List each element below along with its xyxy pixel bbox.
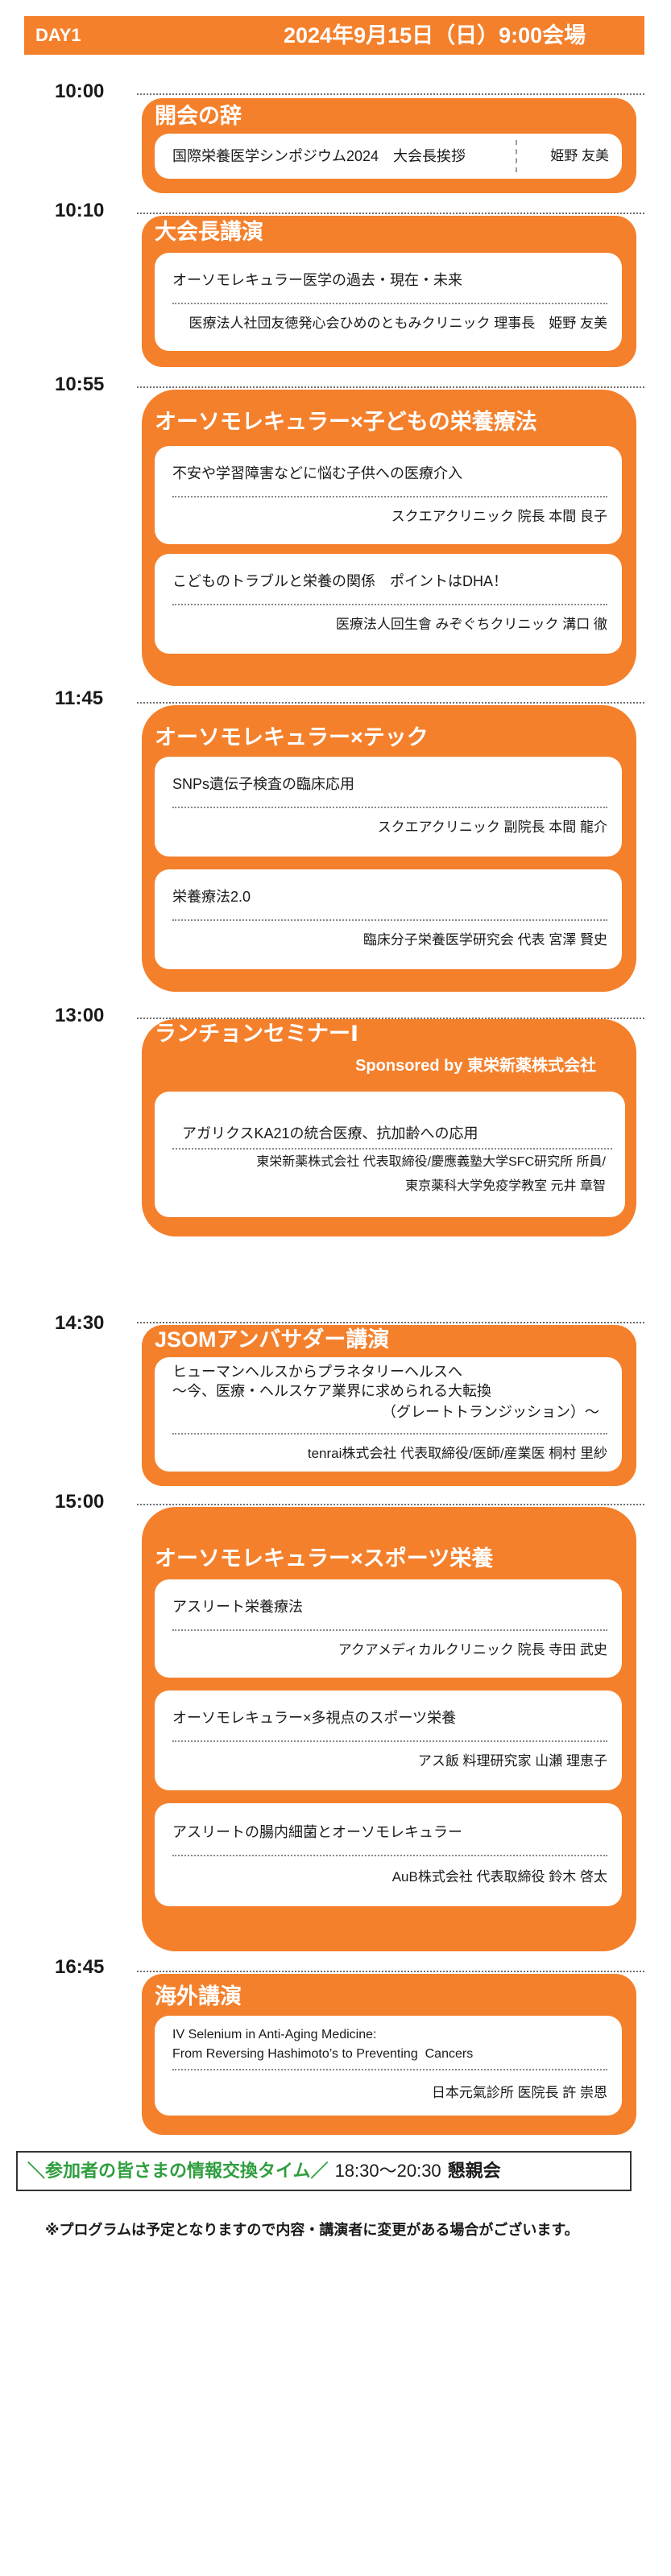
session-title: JSOMアンバサダー講演 bbox=[155, 1327, 390, 1352]
talk-topic: アガリクスKA21の統合医療、抗加齢への応用 bbox=[182, 1125, 478, 1141]
talk-speaker: 医療法人回生會 みぞぐちクリニック 溝口 徹 bbox=[335, 617, 607, 632]
card-divider bbox=[516, 140, 517, 172]
time-label: 16:45 bbox=[55, 1956, 105, 1978]
session-box: オーソモレキュラー×子どもの栄養療法 不安や学習障害などに悩む子供への医療介入 … bbox=[142, 390, 636, 686]
talk-topic: アスリート栄養療法 bbox=[172, 1599, 303, 1615]
networking-time: 18:30〜20:30 bbox=[334, 2161, 441, 2181]
talk-speaker: アス飯 料理研究家 山瀬 理恵子 bbox=[417, 1753, 607, 1769]
card-separator bbox=[172, 604, 607, 605]
talk-card: オーソモレキュラー×多視点のスポーツ栄養 アス飯 料理研究家 山瀬 理恵子 bbox=[155, 1690, 622, 1790]
talk-card: アスリートの腸内細菌とオーソモレキュラー AuB株式会社 代表取締役 鈴木 啓太 bbox=[155, 1803, 622, 1906]
time-divider bbox=[137, 386, 644, 388]
talk-card: アガリクスKA21の統合医療、抗加齢への応用 東栄新薬株式会社 代表取締役/慶應… bbox=[155, 1092, 625, 1217]
talk-topic-line: ～今、医療・ヘルスケア業界に求められる大転換 bbox=[172, 1383, 491, 1399]
session-title: 開会の辞 bbox=[155, 104, 242, 128]
session-box: 海外講演 IV Selenium in Anti-Aging Medicine:… bbox=[142, 1974, 636, 2135]
talk-speaker: 日本元氣診所 医院長 許 崇恩 bbox=[431, 2085, 607, 2100]
session-title: オーソモレキュラー×スポーツ栄養 bbox=[155, 1546, 494, 1571]
time-divider bbox=[137, 1322, 644, 1323]
time-label: 10:00 bbox=[55, 80, 105, 102]
program-note: ※プログラムは予定となりますので内容・講演者に変更がある場合がございます。 bbox=[45, 2222, 579, 2238]
talk-speaker-line: 東栄新薬株式会社 代表取締役/慶應義塾大学SFC研究所 所員/ bbox=[256, 1155, 606, 1169]
talk-topic: アスリートの腸内細菌とオーソモレキュラー bbox=[172, 1824, 462, 1840]
card-separator bbox=[172, 807, 607, 808]
networking-banner: ＼参加者の皆さまの情報交換タイム／18:30〜20:30 懇親会 bbox=[16, 2151, 632, 2191]
session-box: オーソモレキュラー×スポーツ栄養 アスリート栄養療法 アクアメディカルクリニック… bbox=[142, 1507, 636, 1951]
talk-card: 国際栄養医学シンポジウム2024 大会長挨拶 姫野 友美 bbox=[155, 134, 622, 179]
card-separator bbox=[172, 1855, 607, 1856]
time-label: 15:00 bbox=[55, 1491, 105, 1513]
talk-topic: オーソモレキュラー医学の過去・現在・未来 bbox=[172, 272, 462, 288]
card-separator bbox=[172, 1148, 612, 1150]
day-header: DAY1 2024年9月15日（日）9:00会場 bbox=[24, 16, 644, 55]
talk-card: こどものトラブルと栄養の関係 ポイントはDHA！ 医療法人回生會 みぞぐちクリニ… bbox=[155, 554, 622, 654]
day-label: DAY1 bbox=[35, 25, 81, 45]
time-label: 11:45 bbox=[55, 687, 104, 709]
time-divider bbox=[137, 1018, 644, 1019]
session-title: 海外講演 bbox=[155, 1984, 242, 2008]
time-label: 10:10 bbox=[55, 200, 105, 221]
card-separator bbox=[172, 303, 607, 304]
time-divider bbox=[137, 1504, 644, 1505]
talk-topic: 不安や学習障害などに悩む子供への医療介入 bbox=[172, 465, 462, 481]
session-title: 大会長講演 bbox=[155, 220, 263, 244]
time-divider bbox=[137, 93, 644, 95]
session-box: ランチョンセミナーⅠ Sponsored by 東栄新薬株式会社 アガリクスKA… bbox=[142, 1019, 636, 1236]
talk-topic: 国際栄養医学シンポジウム2024 大会長挨拶 bbox=[172, 148, 466, 164]
session-title: ランチョンセミナーⅠ bbox=[155, 1022, 359, 1046]
card-separator bbox=[172, 2069, 607, 2070]
card-separator bbox=[172, 1433, 607, 1435]
talk-card: ヒューマンヘルスからプラネタリーヘルスへ ～今、医療・ヘルスケア業界に求められる… bbox=[155, 1357, 622, 1472]
talk-topic: 栄養療法2.0 bbox=[172, 889, 251, 905]
session-title: オーソモレキュラー×テック bbox=[155, 725, 429, 749]
event-date: 2024年9月15日（日）9:00会場 bbox=[284, 23, 586, 47]
time-label: 14:30 bbox=[55, 1312, 105, 1334]
networking-event: 懇親会 bbox=[447, 2161, 501, 2181]
talk-topic-line: （グレートトランジッション）～ bbox=[382, 1404, 599, 1420]
card-separator bbox=[172, 1629, 607, 1631]
talk-card: 栄養療法2.0 臨床分子栄養医学研究会 代表 宮澤 賢史 bbox=[155, 869, 622, 969]
talk-speaker: スクエアクリニック 副院長 本間 龍介 bbox=[377, 819, 607, 835]
talk-speaker: tenrai株式会社 代表取締役/医師/産業医 桐村 里紗 bbox=[307, 1446, 607, 1461]
talk-card: SNPs遺伝子検査の臨床応用 スクエアクリニック 副院長 本間 龍介 bbox=[155, 757, 622, 857]
talk-speaker: 医療法人社団友徳発心会ひめのともみクリニック 理事長 姫野 友美 bbox=[188, 316, 607, 331]
session-title: オーソモレキュラー×子どもの栄養療法 bbox=[155, 410, 537, 434]
card-separator bbox=[172, 919, 607, 921]
talk-speaker: AuB株式会社 代表取締役 鈴木 啓太 bbox=[391, 1869, 607, 1885]
sponsor-label: Sponsored by 東栄新薬株式会社 bbox=[355, 1057, 596, 1075]
talk-speaker: スクエアクリニック 院長 本間 良子 bbox=[391, 509, 607, 524]
session-box: 大会長講演 オーソモレキュラー医学の過去・現在・未来 医療法人社団友徳発心会ひめ… bbox=[142, 216, 636, 367]
time-label: 13:00 bbox=[55, 1005, 105, 1026]
time-divider bbox=[137, 1971, 644, 1972]
card-separator bbox=[172, 1740, 607, 1742]
talk-card: 不安や学習障害などに悩む子供への医療介入 スクエアクリニック 院長 本間 良子 bbox=[155, 446, 622, 544]
time-label: 10:55 bbox=[55, 374, 105, 395]
session-box: 開会の辞 国際栄養医学シンポジウム2024 大会長挨拶 姫野 友美 bbox=[142, 98, 636, 193]
talk-topic-line: IV Selenium in Anti-Aging Medicine: bbox=[172, 2028, 377, 2041]
card-separator bbox=[172, 496, 607, 497]
session-box: JSOMアンバサダー講演 ヒューマンヘルスからプラネタリーヘルスへ ～今、医療・… bbox=[142, 1325, 636, 1486]
talk-speaker-line: 東京薬科大学免疫学教室 元井 章智 bbox=[405, 1179, 606, 1193]
talk-card: オーソモレキュラー医学の過去・現在・未来 医療法人社団友徳発心会ひめのともみクリ… bbox=[155, 253, 622, 351]
talk-speaker: 姫野 友美 bbox=[550, 148, 609, 163]
talk-topic: こどものトラブルと栄養の関係 ポイントはDHA！ bbox=[172, 573, 508, 589]
time-divider bbox=[137, 213, 644, 214]
time-divider bbox=[137, 702, 644, 704]
talk-speaker: 臨床分子栄養医学研究会 代表 宮澤 賢史 bbox=[362, 932, 607, 947]
talk-card: アスリート栄養療法 アクアメディカルクリニック 院長 寺田 武史 bbox=[155, 1579, 622, 1678]
talk-card: IV Selenium in Anti-Aging Medicine: From… bbox=[155, 2016, 622, 2116]
talk-topic-line: ヒューマンヘルスからプラネタリーヘルスへ bbox=[172, 1364, 462, 1380]
session-box: オーソモレキュラー×テック SNPs遺伝子検査の臨床応用 スクエアクリニック 副… bbox=[142, 705, 636, 992]
talk-speaker: アクアメディカルクリニック 院長 寺田 武史 bbox=[338, 1642, 607, 1657]
talk-topic: オーソモレキュラー×多視点のスポーツ栄養 bbox=[172, 1710, 457, 1726]
networking-label: ＼参加者の皆さまの情報交換タイム／ bbox=[27, 2161, 329, 2181]
talk-topic-line: From Reversing Hashimoto’s to Preventing… bbox=[172, 2047, 474, 2061]
talk-topic: SNPs遺伝子検査の臨床応用 bbox=[172, 776, 355, 792]
